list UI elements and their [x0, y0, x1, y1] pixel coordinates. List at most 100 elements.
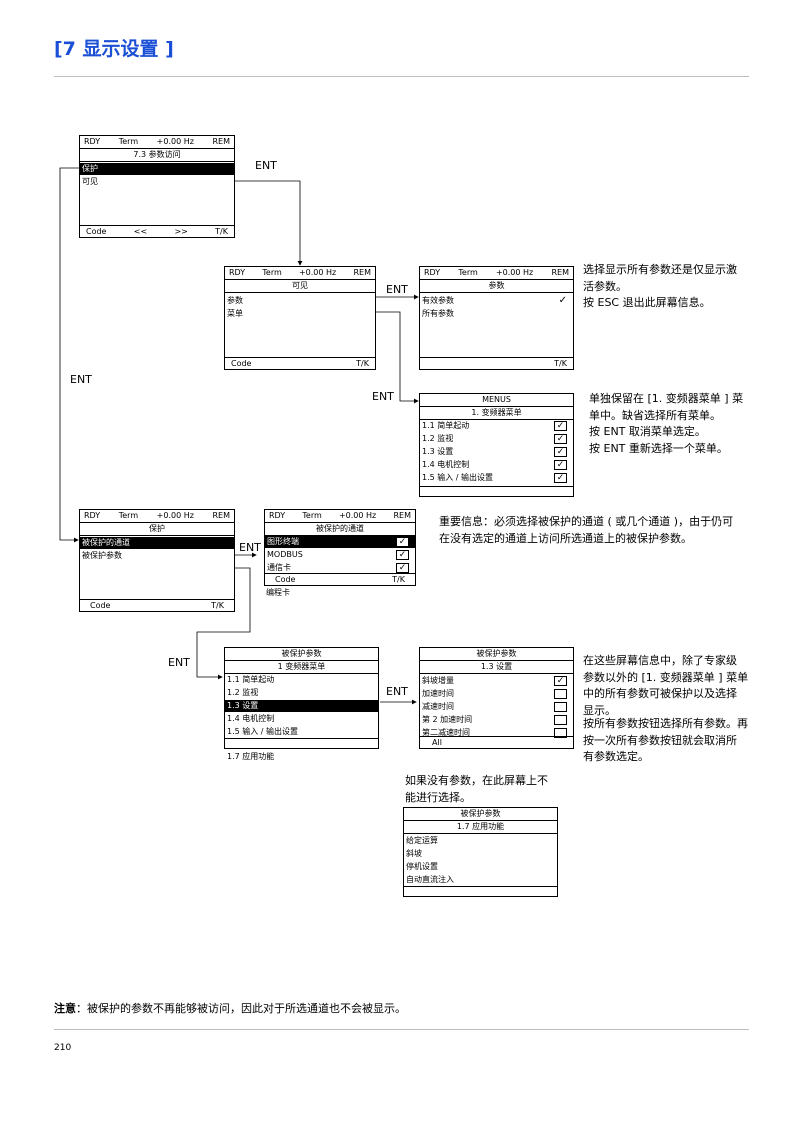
status-term: Term — [262, 268, 282, 277]
param-item[interactable]: 加速时间 — [420, 688, 573, 700]
checkbox-checked-icon[interactable]: ✓ — [554, 676, 567, 686]
tk-key[interactable]: T/K — [554, 359, 567, 368]
checkbox-checked-icon[interactable]: ✓ — [554, 434, 567, 444]
menu-item-protected-channels[interactable]: 被保护的通道 — [80, 537, 234, 549]
status-term: Term — [118, 137, 139, 146]
menu-item-protection[interactable]: 保护 — [80, 163, 234, 175]
menu-item[interactable]: 1.2 监视 — [227, 688, 259, 697]
note-line: 中的所有参数可被保护以及选择 — [583, 687, 737, 700]
screen-title: 1.7 应用功能 — [404, 821, 557, 834]
screen-visibility: RDY Term +0.00 Hz REM 可见 参数 菜单 Code T/K — [224, 266, 376, 370]
checkbox-checked-icon[interactable]: ✓ — [554, 473, 567, 483]
status-rdy: RDY — [229, 268, 246, 277]
checkbox-empty-icon[interactable] — [554, 702, 567, 712]
screen-protection: RDY Term +0.00 Hz REM 保护 被保护的通道 被保护参数 Co… — [79, 509, 235, 612]
checkbox-checked-icon[interactable]: ✓ — [554, 421, 567, 431]
all-key[interactable]: All — [432, 738, 442, 747]
status-rem: REM — [393, 511, 411, 520]
note-important-channels: 重要信息：必须选择被保护的通道 ( 或几个通道 )，由于仍可 在没有选定的通道上… — [439, 514, 779, 547]
menu-item[interactable]: 自动直流注入 — [406, 875, 454, 884]
menu-item[interactable]: 1.3 设置✓ — [420, 446, 573, 458]
status-bar: RDY Term +0.00 Hz REM — [80, 136, 234, 149]
param-item[interactable]: 减速时间 — [420, 701, 573, 713]
param-item[interactable]: 第 2 加速时间 — [420, 714, 573, 726]
note-line: 选择显示所有参数还是仅显示激 — [583, 263, 737, 276]
ent-label: ENT — [70, 373, 92, 386]
channel-item[interactable]: 图形终端 ✓ — [265, 536, 415, 548]
checkmark-icon: ✓ — [558, 295, 567, 306]
code-key[interactable]: Code — [231, 359, 252, 368]
menu-item[interactable]: 斜坡 — [406, 849, 422, 858]
menu-item[interactable]: 1.5 输入 / 输出设置 — [227, 727, 299, 736]
tk-key[interactable]: T/K — [392, 575, 405, 584]
menu-item[interactable]: 1.5 输入 / 输出设置 ✓ — [420, 472, 573, 484]
channel-item[interactable]: MODBUS ✓ — [265, 549, 415, 561]
menu-item[interactable]: 1.4 电机控制✓ — [420, 459, 573, 471]
status-freq: +0.00 Hz — [495, 268, 534, 277]
menu-item-active-params[interactable]: 有效参数 ✓ — [420, 295, 573, 307]
menu-item[interactable]: 1.2 监视✓ — [420, 433, 573, 445]
menu-item[interactable]: 1.3 设置 — [225, 700, 378, 712]
tk-key[interactable]: T/K — [356, 359, 369, 368]
menu-item-visibility[interactable]: 可见 — [82, 177, 98, 186]
status-rdy: RDY — [84, 511, 101, 520]
screen-parameters: RDY Term +0.00 Hz REM 参数 有效参数 ✓ 所有参数 T/K — [419, 266, 574, 370]
ent-label: ENT — [168, 656, 190, 669]
checkbox-empty-icon[interactable] — [554, 728, 567, 738]
note-line: 能进行选择。 — [405, 790, 471, 804]
checkbox-checked-icon[interactable]: ✓ — [396, 550, 409, 560]
next-key[interactable]: >> — [174, 227, 188, 236]
param-item[interactable]: 第二减速时间 — [420, 727, 573, 739]
screen-title: 参数 — [420, 280, 573, 293]
checkbox-checked-icon[interactable]: ✓ — [396, 537, 409, 547]
page-number: 210 — [54, 1043, 72, 1053]
checkbox-checked-icon[interactable]: ✓ — [554, 460, 567, 470]
status-rdy: RDY — [84, 137, 101, 146]
status-bar: RDY Term +0.00 Hz REM — [420, 267, 573, 280]
screen-header: 被保护参数 — [420, 648, 573, 661]
item-label: 有效参数 — [422, 296, 454, 305]
prev-key[interactable]: << — [133, 227, 148, 236]
tk-key[interactable]: T/K — [211, 601, 224, 610]
note-line: 按 ESC 退出此屏幕信息。 — [583, 296, 711, 309]
screen-title: 1. 变频器菜单 — [420, 407, 573, 420]
code-key[interactable]: Code — [90, 601, 111, 610]
menu-item-protected-params[interactable]: 被保护参数 — [82, 551, 122, 560]
status-term: Term — [458, 268, 478, 277]
status-rdy: RDY — [269, 511, 286, 520]
code-key[interactable]: Code — [275, 575, 296, 584]
note-menu-selection: 单独保留在 [1. 变频器菜单 ] 菜 单中。缺省选择所有菜单。 按 ENT 取… — [589, 391, 779, 457]
note-text: ：被保护的参数不再能够被访问，因此对于所选通道也不会被显示。 — [76, 1002, 406, 1015]
menu-item-all-params[interactable]: 所有参数 — [422, 309, 454, 318]
item-label: 斜坡增量 — [422, 676, 454, 685]
code-key[interactable]: Code — [86, 227, 107, 236]
checkbox-empty-icon[interactable] — [554, 689, 567, 699]
menu-item-parameters[interactable]: 参数 — [227, 296, 243, 305]
checkbox-checked-icon[interactable]: ✓ — [554, 447, 567, 457]
note-line: 单独保留在 [1. 变频器菜单 ] 菜 — [589, 392, 744, 405]
item-label: MODBUS — [267, 550, 303, 559]
menu-item[interactable]: 1.4 电机控制 — [227, 714, 275, 723]
tk-key[interactable]: T/K — [215, 227, 228, 236]
item-label: 1.5 输入 / 输出设置 — [422, 473, 494, 482]
channel-item[interactable]: 通信卡✓ — [265, 562, 415, 574]
status-bar: RDY Term +0.00 Hz REM — [265, 510, 415, 523]
status-rdy: RDY — [424, 268, 441, 277]
note-line: 如果没有参数，在此屏幕上不 — [405, 774, 548, 787]
menu-item[interactable]: 1.1 简单起动✓ — [420, 420, 573, 432]
screen-protected-channels: RDY Term +0.00 Hz REM 被保护的通道 图形终端✓ MODBU… — [264, 509, 416, 586]
menu-item[interactable]: 1.1 简单起动 — [227, 675, 275, 684]
param-item[interactable]: 斜坡增量 ✓ — [420, 675, 573, 687]
menu-item[interactable]: 停机设置 — [406, 862, 438, 871]
checkbox-checked-icon[interactable]: ✓ — [396, 563, 409, 573]
status-freq: +0.00 Hz — [156, 511, 194, 520]
soft-key-bar: T/K — [420, 357, 573, 369]
menu-item[interactable]: 给定运算 — [406, 836, 438, 845]
checkbox-empty-icon[interactable] — [554, 715, 567, 725]
soft-key-bar: Code T/K — [225, 357, 375, 369]
item-label: 图形终端 — [267, 537, 299, 546]
status-bar: RDY Term +0.00 Hz REM — [225, 267, 375, 280]
menu-item-menus[interactable]: 菜单 — [227, 309, 243, 318]
note-line: 活参数。 — [583, 279, 627, 293]
